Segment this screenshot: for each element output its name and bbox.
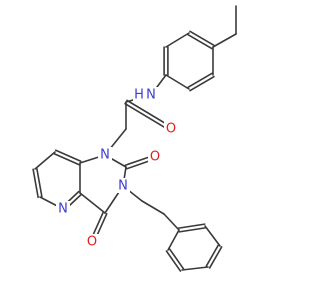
double-bond-b5-b6 <box>168 248 185 270</box>
single-bond-ar2-ar3 <box>165 32 190 48</box>
carbonyl-oxygen-4-label: O <box>87 235 97 250</box>
chemical-structure: N H O N O N O N <box>32 5 237 272</box>
double-bond-amC-amO <box>124 102 171 132</box>
single-bond-c4-c4a <box>79 192 106 214</box>
double-bond-p6-p7 <box>36 167 43 198</box>
single-bond-p7-p8 <box>34 151 56 170</box>
ring-n1-background <box>98 147 112 162</box>
bond-layer <box>32 5 237 272</box>
pyridine-n-background <box>56 201 70 216</box>
single-bond-ethCH2-ar1 <box>212 33 237 48</box>
single-bond-b4-b5 <box>181 266 209 271</box>
double-bond-p6-p7 <box>32 168 39 199</box>
double-bond-b3-b4 <box>208 246 223 269</box>
amide-n-background <box>144 87 158 102</box>
carbonyl-o4-background <box>85 234 99 249</box>
atom-label-layer: N H O N O N O N <box>56 87 178 250</box>
carbonyl-oxygen-2-label: O <box>150 150 160 165</box>
double-bond-b1-b2 <box>178 227 207 233</box>
single-bond-b2-b3 <box>204 225 221 247</box>
amide-oxygen-label: O <box>166 122 176 137</box>
amide-hydrogen-label: H <box>134 88 144 103</box>
carbonyl-o2-background <box>148 149 162 164</box>
pyridine-nitrogen-label: N <box>58 202 68 217</box>
single-bond-s1-s2 <box>141 200 165 215</box>
ring-nitrogen-3-label: N <box>118 179 128 194</box>
amide-o-background <box>164 121 178 136</box>
double-bond-b1-b2 <box>177 223 206 229</box>
double-bond-ar1-ar2 <box>189 30 215 47</box>
single-bond-ar4-ar5 <box>165 74 190 90</box>
single-bond-b6-b1 <box>167 229 180 251</box>
double-bond-ar5-ar6 <box>189 75 215 92</box>
double-bond-p8-c8a <box>53 152 81 166</box>
amide-h-background <box>133 87 144 102</box>
ring-n3-background <box>116 178 130 193</box>
double-bond-ar5-ar6 <box>187 72 213 89</box>
double-bond-b3-b4 <box>205 244 220 267</box>
ring-nitrogen-1-label: N <box>100 148 110 163</box>
double-bond-ar1-ar2 <box>187 33 213 50</box>
double-bond-p8-c8a <box>54 149 82 163</box>
double-bond-b5-b6 <box>165 250 182 272</box>
amide-nitrogen-label: N <box>146 88 156 103</box>
single-bond-s2-b1 <box>163 213 180 231</box>
